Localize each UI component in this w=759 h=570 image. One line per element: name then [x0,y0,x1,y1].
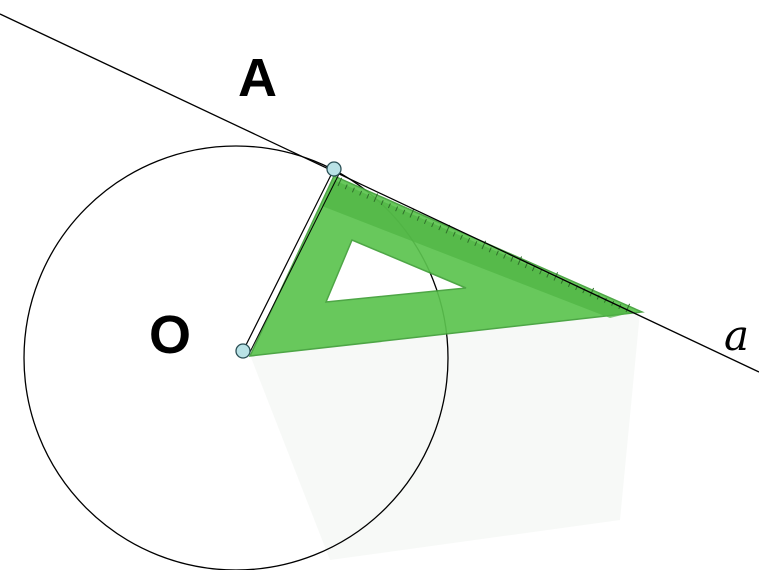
set-square-tick [546,272,550,278]
set-square-tick [503,253,507,259]
set-square-tick [395,206,399,212]
set-square-tick [366,193,370,199]
set-square-tick [416,215,420,221]
set-square-tick [467,237,471,243]
set-square-tick [474,241,478,247]
set-square-tick [488,247,492,253]
set-square-scale-band [322,180,634,318]
radius-oa-inner [249,171,341,353]
set-square-tick [510,256,514,262]
set-square-tick [517,256,523,265]
set-square-tick [603,297,607,303]
set-square-tick [351,187,355,193]
label-line-a: a [724,311,749,360]
set-square-tick [431,222,435,228]
tangent-line-a [0,13,759,373]
set-square-tick [589,287,595,297]
set-square-tick [373,193,379,202]
set-square-tick [438,225,442,231]
set-square-tick [402,209,406,215]
set-square-tick [423,219,427,224]
set-square-tick [452,231,456,237]
set-square-tick [359,190,363,196]
set-square-tick [531,266,535,272]
point-o [235,343,251,359]
set-square-tick [625,303,631,313]
set-square-tick [524,263,528,269]
set-square-tick [344,184,348,190]
set-square-shadow [250,312,640,560]
set-square-tick [387,203,391,209]
set-square-tick [596,294,600,300]
label-point-a: A [238,48,277,108]
label-center-o: O [149,305,191,365]
set-square-tick [539,269,543,275]
circle-o [23,145,449,570]
set-square-tick [459,234,463,240]
set-square-tick [495,250,499,256]
set-square-tick [409,209,415,218]
set-square-tick [380,200,384,206]
point-a [326,161,342,177]
radius-oa-outer [242,168,335,352]
set-square-tick [337,177,343,187]
